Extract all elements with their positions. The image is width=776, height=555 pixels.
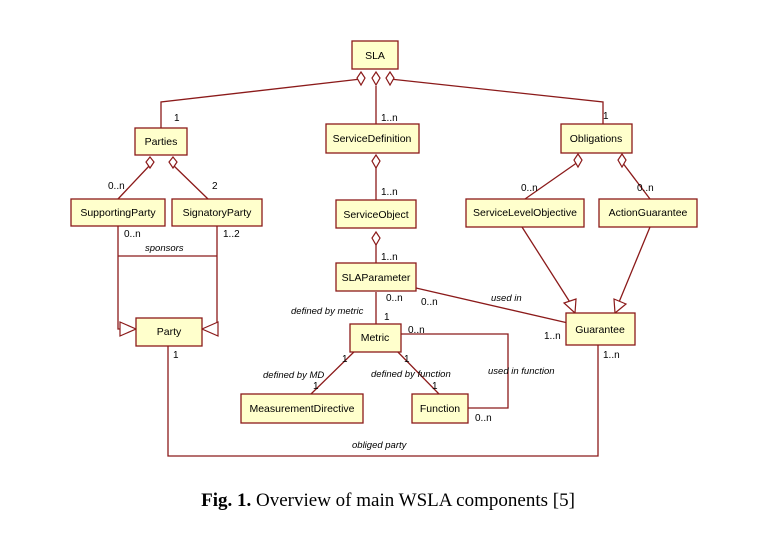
mult-supporting-sponsor: 0..n bbox=[124, 229, 141, 240]
class-metric[interactable]: Metric bbox=[349, 323, 402, 353]
class-function[interactable]: Function bbox=[411, 393, 469, 424]
class-sla[interactable]: SLA bbox=[351, 40, 399, 70]
wsla-class-diagram: SLA Parties ServiceDefinition Obligation… bbox=[70, 40, 698, 457]
mult-servicedef-serviceobject: 1..n bbox=[381, 187, 398, 198]
diamond-serviceobject bbox=[371, 230, 381, 247]
role-defined-by-md: defined by MD bbox=[263, 370, 324, 381]
role-used-in-function: used in function bbox=[488, 366, 555, 377]
class-signatoryparty-label: SignatoryParty bbox=[183, 207, 253, 219]
obliged-party-link bbox=[167, 345, 599, 457]
diamond-sla-right bbox=[385, 70, 395, 87]
obligations-actionguarantee-link bbox=[621, 161, 651, 200]
diamond-servicedefinition bbox=[371, 153, 381, 170]
mult-sla-servicedefinition: 1..n bbox=[381, 113, 398, 124]
diamond-obligations-left bbox=[573, 152, 583, 169]
triangle-guarantee-left bbox=[562, 298, 577, 315]
signatoryparty-party-generalization bbox=[204, 226, 218, 330]
mult-metric-self: 0..n bbox=[408, 325, 425, 336]
figure-caption-text: Overview of main WSLA components [5] bbox=[256, 490, 575, 511]
class-servicelevelobjective-label: ServiceLevelObjective bbox=[473, 207, 577, 219]
class-supportingparty-label: SupportingParty bbox=[80, 207, 156, 219]
diamond-sla-left bbox=[356, 70, 366, 87]
class-parties[interactable]: Parties bbox=[134, 127, 188, 156]
mult-metric-function: 1 bbox=[404, 354, 410, 365]
figure-caption-label: Fig. 1. bbox=[201, 490, 252, 511]
mult-guarantee-usedin: 1..n bbox=[544, 331, 561, 342]
class-measurementdirective-label: MeasurementDirective bbox=[249, 403, 354, 415]
class-guarantee[interactable]: Guarantee bbox=[565, 312, 636, 346]
role-defined-by-function: defined by function bbox=[371, 369, 451, 380]
class-parties-label: Parties bbox=[145, 136, 178, 148]
class-measurementdirective[interactable]: MeasurementDirective bbox=[240, 393, 364, 424]
mult-signatory-sponsor: 1..2 bbox=[223, 229, 240, 240]
mult-md-metric: 1 bbox=[313, 381, 319, 392]
sla-parties-link bbox=[160, 78, 362, 128]
diamond-obligations-right bbox=[617, 152, 627, 169]
class-signatoryparty[interactable]: SignatoryParty bbox=[171, 198, 263, 227]
class-obligations[interactable]: Obligations bbox=[560, 123, 633, 154]
slo-guarantee-generalization bbox=[521, 226, 574, 308]
role-defined-by-metric: defined by metric bbox=[291, 306, 364, 317]
parties-signatoryparty-link bbox=[172, 164, 209, 200]
class-supportingparty[interactable]: SupportingParty bbox=[70, 198, 166, 227]
mult-parties-signatory: 2 bbox=[212, 181, 218, 192]
class-serviceobject-label: ServiceObject bbox=[343, 209, 408, 221]
class-party[interactable]: Party bbox=[135, 317, 203, 347]
mult-slaparameter-metric-top: 0..n bbox=[386, 293, 403, 304]
metric-function-link bbox=[392, 346, 440, 395]
mult-metric-md: 1 bbox=[342, 354, 348, 365]
class-sla-label: SLA bbox=[365, 50, 385, 62]
class-slaparameter-label: SLAParameter bbox=[342, 272, 411, 284]
class-function-label: Function bbox=[420, 403, 460, 415]
role-sponsors: sponsors bbox=[145, 243, 184, 254]
supportingparty-party-generalization bbox=[117, 226, 133, 330]
class-metric-label: Metric bbox=[361, 332, 390, 344]
slaparameter-guarantee-link bbox=[415, 287, 569, 324]
triangle-party-right bbox=[200, 321, 219, 337]
class-guarantee-label: Guarantee bbox=[575, 324, 625, 336]
mult-serviceobject-slaparameter: 1..n bbox=[381, 252, 398, 263]
actionguarantee-guarantee-generalization bbox=[616, 226, 651, 308]
figure-caption: Fig. 1. Overview of main WSLA components… bbox=[0, 490, 776, 512]
diamond-sla-center bbox=[371, 70, 381, 87]
generalization-arrows bbox=[119, 298, 628, 337]
diamond-parties-right bbox=[168, 156, 178, 170]
mult-obligations-slo: 0..n bbox=[521, 183, 538, 194]
obligations-slo-link bbox=[524, 161, 579, 200]
mult-parties-supporting: 0..n bbox=[108, 181, 125, 192]
class-serviceobject[interactable]: ServiceObject bbox=[335, 199, 417, 229]
mult-sla-obligations: 1 bbox=[603, 111, 609, 122]
class-slaparameter[interactable]: SLAParameter bbox=[335, 262, 417, 292]
mult-metric-from-slaparameter: 1 bbox=[384, 312, 390, 323]
diamond-parties-left bbox=[145, 156, 155, 170]
mult-slaparameter-guarantee: 0..n bbox=[421, 297, 438, 308]
sla-obligations-link bbox=[389, 78, 604, 124]
mult-sla-parties: 1 bbox=[174, 113, 180, 124]
aggregation-diamonds bbox=[145, 70, 627, 247]
class-party-label: Party bbox=[157, 326, 182, 338]
mult-obligations-action: 0..n bbox=[637, 183, 654, 194]
parties-supportingparty-link bbox=[117, 164, 151, 200]
triangle-party-left bbox=[119, 321, 138, 337]
mult-guarantee-obliged: 1..n bbox=[603, 350, 620, 361]
mult-party-obliged: 1 bbox=[173, 350, 179, 361]
mult-function-metric: 1 bbox=[432, 381, 438, 392]
multiplicity-labels: 1 1..n 1 0..n 2 1..n 0..n 0..n 0..n 1..2… bbox=[108, 111, 654, 424]
class-actionguarantee[interactable]: ActionGuarantee bbox=[598, 198, 698, 228]
triangle-guarantee-right bbox=[613, 298, 628, 315]
metric-usedinfunction-link bbox=[401, 333, 509, 409]
mult-function-usedin: 0..n bbox=[475, 413, 492, 424]
class-servicelevelobjective[interactable]: ServiceLevelObjective bbox=[465, 198, 585, 228]
role-labels: sponsors used in defined by metric defin… bbox=[145, 243, 555, 451]
class-servicedefinition[interactable]: ServiceDefinition bbox=[325, 123, 420, 154]
metric-md-link bbox=[310, 346, 360, 395]
class-actionguarantee-label: ActionGuarantee bbox=[609, 207, 688, 219]
role-obliged-party: obliged party bbox=[352, 440, 408, 451]
class-obligations-label: Obligations bbox=[570, 133, 623, 145]
class-servicedefinition-label: ServiceDefinition bbox=[333, 133, 412, 145]
role-used-in: used in bbox=[491, 293, 522, 304]
